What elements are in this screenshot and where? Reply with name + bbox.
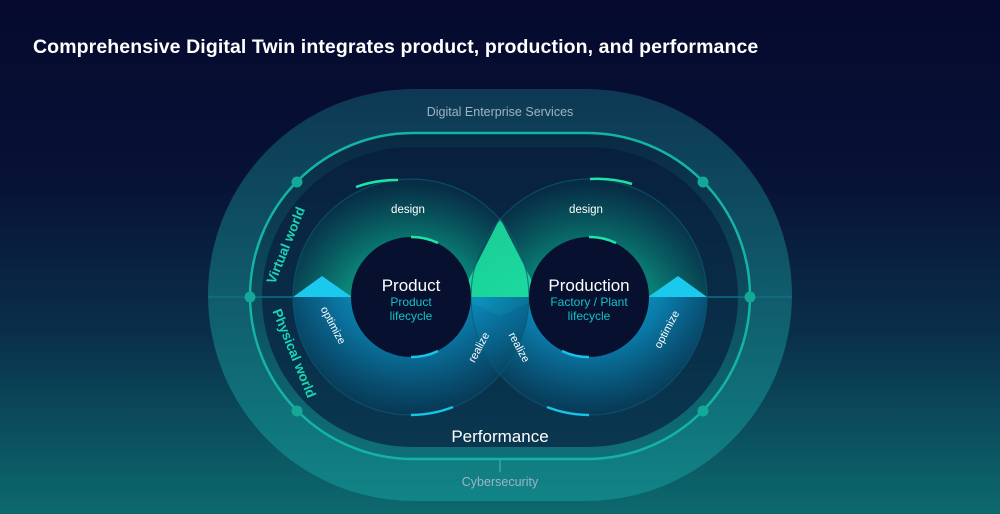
page-title: Comprehensive Digital Twin integrates pr…: [33, 36, 759, 58]
loop-overlap: [460, 218, 540, 316]
product-design-accent: [355, 178, 399, 189]
production-core-accent: [588, 235, 617, 245]
ring-node: [244, 291, 256, 303]
product-subtitle-1: Product: [390, 295, 432, 309]
production-core-accent-bottom: [561, 349, 590, 359]
production-design-label: design: [569, 204, 603, 216]
ring-node: [697, 405, 709, 417]
product-core-accent-bottom: [410, 349, 439, 359]
ring-node: [291, 176, 303, 188]
ring-node: [744, 291, 756, 303]
ring-node: [291, 405, 303, 417]
product-core: [351, 237, 471, 357]
product-realize-accent: [410, 405, 454, 417]
product-optimize-wedge: [293, 276, 352, 297]
product-subtitle-2: lifecycle: [390, 309, 433, 323]
production-optimize-wedge: [648, 276, 707, 297]
production-title: Production: [548, 276, 629, 295]
production-subtitle-2: lifecycle: [568, 309, 611, 323]
cybersecurity-label: Cybersecurity: [462, 475, 539, 489]
production-design-accent: [589, 177, 633, 186]
product-title: Product: [382, 276, 441, 295]
product-design-label: design: [391, 204, 425, 216]
production-realize-accent: [546, 405, 590, 417]
product-core-accent: [410, 235, 439, 245]
production-subtitle-1: Factory / Plant: [550, 295, 628, 309]
production-core: [529, 237, 649, 357]
ring-node: [697, 176, 709, 188]
performance-label: Performance: [451, 427, 548, 446]
digital-enterprise-services-label: Digital Enterprise Services: [427, 105, 574, 119]
